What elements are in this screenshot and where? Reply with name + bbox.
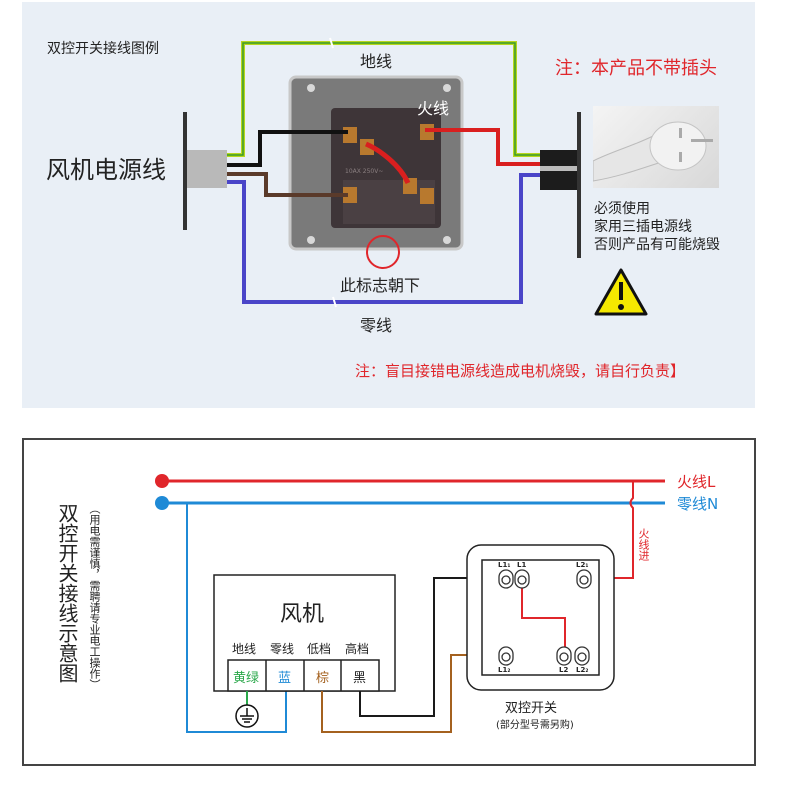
terminal-label: L2 [559, 666, 569, 674]
live-wire-label: 火线 [417, 99, 450, 118]
high-speed-wire [359, 577, 498, 717]
orientation-mark-circle [366, 235, 400, 269]
schematic-subtitle: （用电需谨慎，需聘请专业电工操作） [88, 503, 101, 690]
left-mount-bar [183, 112, 187, 230]
fan-power-cord-label: 风机电源线 [46, 156, 166, 184]
plug-notice-line: 必须使用 [594, 201, 650, 217]
terminal-l2-2 [420, 188, 434, 204]
wire-color-black: 黑 [353, 671, 367, 686]
ground-wire-label: 地线 [360, 52, 393, 71]
neutral-wire [186, 503, 287, 733]
ground-icon [235, 704, 259, 728]
plug-photo [593, 106, 719, 188]
terminal-label: L1₂ [498, 666, 511, 674]
fan-wire-name: 地线 [232, 642, 257, 656]
fan-cord-sheath [187, 150, 227, 188]
live-in-label: 火线进 [637, 528, 650, 561]
note-no-plug: 注：本产品不带插头 [555, 58, 717, 79]
plug-notice-line: 否则产品有可能烧毁 [594, 237, 720, 253]
wire-color-blue: 蓝 [278, 671, 292, 686]
top-title: 双控开关接线图例 [47, 41, 159, 57]
fan-wire-name: 高档 [345, 642, 370, 656]
plug-notice-line: 家用三插电源线 [594, 219, 692, 235]
schematic-title: 双控开关接线示意图 [55, 503, 79, 683]
neutral-wire-label: 零线 [360, 316, 393, 335]
terminal-label: L2₂ [576, 666, 589, 674]
terminal-label: L1₁ [498, 561, 511, 569]
wire-color-yellow-green: 黄绿 [233, 671, 260, 686]
right-mount-bar [577, 112, 581, 258]
live-line-label: 火线L [677, 473, 716, 491]
wire-color-brown: 棕 [316, 671, 330, 686]
plug-notice: 必须使用 家用三插电源线 否则产品有可能烧毁 [594, 200, 720, 254]
terminal-label: L1 [517, 561, 527, 569]
bottom-warning-note: 注：盲目接错电源线造成电机烧毁，请自行负责】 [355, 362, 686, 380]
terminal-screws [498, 569, 592, 666]
switch-rating: 10AX 250V~ [345, 168, 384, 175]
fan-box-title: 风机 [280, 602, 325, 627]
warning-triangle-icon [594, 268, 648, 316]
neutral-line-label: 零线N [677, 495, 719, 513]
fan-wire-name: 低档 [307, 642, 332, 656]
fan-wire-name: 零线 [270, 642, 295, 656]
terminal-l1-2 [343, 187, 357, 203]
live-feed-wire [594, 481, 634, 579]
switch-subtitle: (部分型号需另购) [496, 720, 574, 731]
terminal-label: L2₁ [576, 561, 589, 569]
orientation-mark-label: 此标志朝下 [340, 276, 421, 295]
switch-title: 双控开关 [505, 701, 558, 716]
